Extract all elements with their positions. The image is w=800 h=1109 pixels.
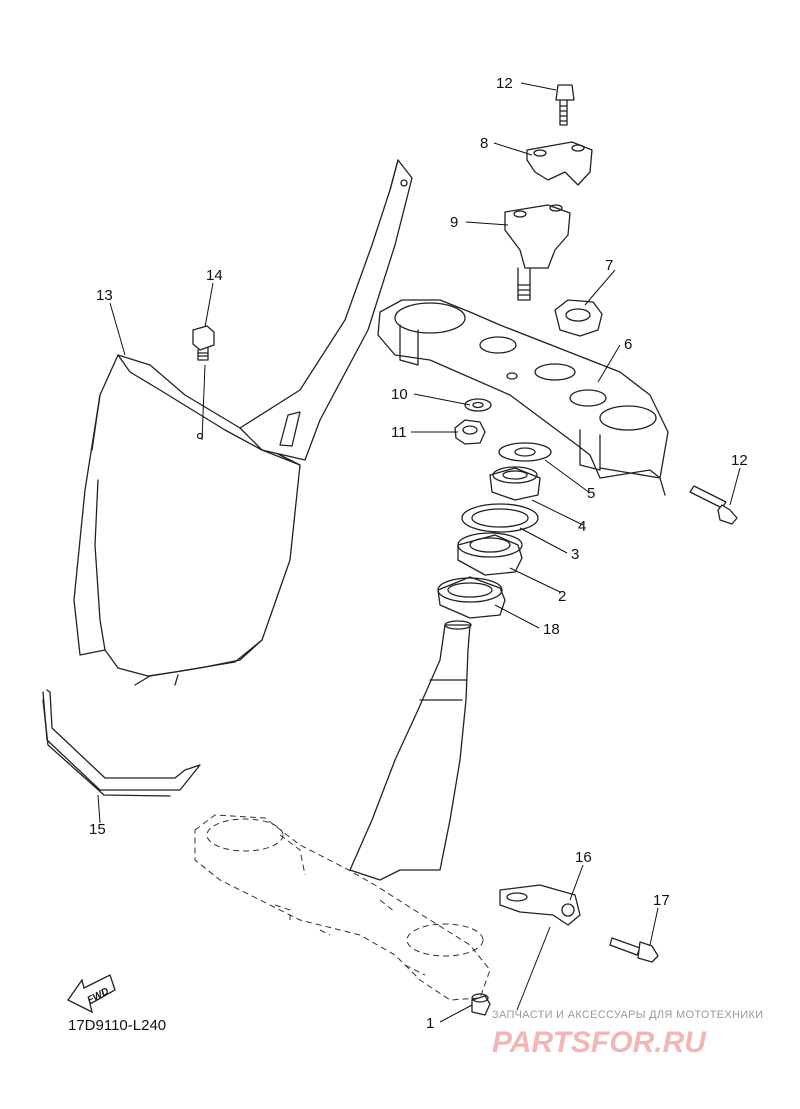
bolt-14-part xyxy=(192,325,215,361)
callout-16: 16 xyxy=(575,849,592,866)
callout-12-top: 12 xyxy=(496,75,513,92)
callout-11: 11 xyxy=(391,424,407,441)
handlebar-holder-upper-part xyxy=(526,141,593,186)
upper-bracket-part xyxy=(377,299,669,496)
callout-5: 5 xyxy=(587,485,595,502)
watermark-tagline: ЗАПЧАСТИ И АКСЕССУАРЫ ДЛЯ МОТОТЕХНИКИ xyxy=(492,1009,763,1021)
collar-1-part xyxy=(471,993,491,1016)
under-bracket-ghost xyxy=(194,814,491,1001)
callout-7: 7 xyxy=(605,257,613,274)
bearing-upper-part xyxy=(457,532,523,576)
callout-2: 2 xyxy=(558,588,566,605)
nut-7-part xyxy=(554,299,603,337)
callout-14: 14 xyxy=(206,267,223,284)
diagram-code: 17D9110-L240 xyxy=(68,1017,166,1034)
washer-5-part xyxy=(498,442,552,462)
bearing-lower-part xyxy=(437,576,506,619)
callout-3: 3 xyxy=(571,546,579,563)
callout-9: 9 xyxy=(450,214,458,231)
leader-lines xyxy=(97,82,741,1023)
callout-17: 17 xyxy=(653,892,670,909)
watermark-logo: PARTSFOR.RU xyxy=(492,1026,707,1059)
callout-labels: 12 8 9 7 6 10 11 12 5 4 3 2 18 13 14 15 … xyxy=(89,75,748,1032)
bolt-17-part xyxy=(609,937,659,963)
callout-12-right: 12 xyxy=(731,452,748,469)
callout-1: 1 xyxy=(426,1015,434,1032)
watermark: ЗАПЧАСТИ И АКСЕССУАРЫ ДЛЯ МОТОТЕХНИКИ PA… xyxy=(492,1009,763,1059)
fwd-arrow-icon: FWD xyxy=(67,974,116,1014)
frame-15-part xyxy=(42,689,201,797)
callout-18: 18 xyxy=(543,621,560,638)
handlebar-holder-lower-part xyxy=(504,204,571,301)
callout-4: 4 xyxy=(578,518,586,535)
number-plate-part xyxy=(73,159,413,686)
cable-guide-part xyxy=(499,884,581,926)
seal-part xyxy=(461,503,539,533)
callout-8: 8 xyxy=(480,135,488,152)
callout-13: 13 xyxy=(96,287,113,304)
callout-15: 15 xyxy=(89,821,106,838)
callout-6: 6 xyxy=(624,336,632,353)
bolt-12-right-part xyxy=(689,485,738,525)
bolt-12-top-part xyxy=(555,84,575,126)
steering-stem-part xyxy=(349,620,472,881)
nut-11-part xyxy=(454,419,486,445)
washer-10-part xyxy=(464,398,492,412)
callout-10: 10 xyxy=(391,386,408,403)
ring-nut-part xyxy=(489,466,541,501)
